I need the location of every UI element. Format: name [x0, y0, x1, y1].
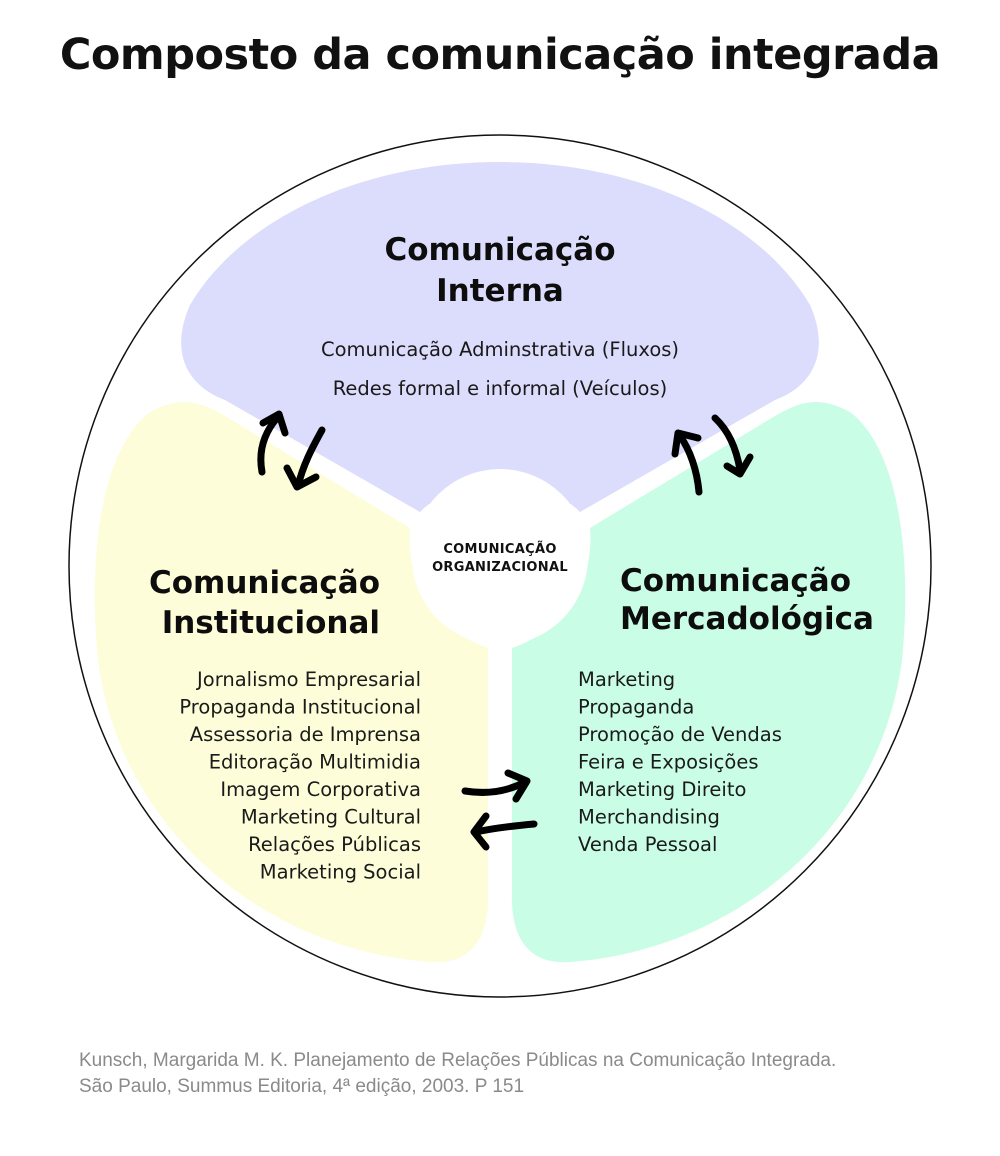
mercadologica-item: Feira e Exposições: [578, 751, 758, 774]
interna-items: Comunicação Adminstrativa (Fluxos) Redes …: [321, 338, 679, 400]
page-title: Composto da comunicação integrada: [59, 30, 941, 80]
arrow-up-right: [676, 432, 703, 496]
arrow-down-left: [294, 426, 326, 490]
arrows-interna-institucional: [257, 410, 326, 491]
mercadologica-item: Promoção de Vendas: [578, 723, 782, 746]
institucional-item: Relações Públicas: [248, 833, 421, 856]
mercadologica-item: Propaganda: [578, 696, 694, 719]
petal-mercadologica: [511, 402, 906, 963]
arrows-institucional-mercadologica: [461, 769, 538, 851]
citation: Kunsch, Margarida M. K. Planejamento de …: [79, 1048, 959, 1100]
mercadologica-title-line2: Mercadológica: [620, 601, 874, 637]
arrow-left: [472, 820, 538, 836]
arrow-right-head: [504, 769, 531, 803]
interna-item: Comunicação Adminstrativa (Fluxos): [321, 338, 679, 361]
mercadologica-title-line1: Comunicação: [620, 563, 851, 599]
arrow-down-right: [711, 414, 744, 474]
institucional-item: Propaganda Institucional: [179, 696, 421, 719]
interna-title-line2: Interna: [436, 273, 564, 309]
arrow-right: [461, 778, 529, 796]
center-label-line1: COMUNICAÇÃO: [443, 541, 556, 557]
institucional-item: Jornalismo Empresarial: [195, 668, 421, 691]
institucional-title-line2: Institucional: [162, 605, 380, 641]
citation-line1: Kunsch, Margarida M. K. Planejamento de …: [79, 1050, 837, 1071]
institucional-item: Marketing Cultural: [241, 806, 421, 829]
arrow-up-left: [257, 414, 281, 476]
arrow-down-right-head: [723, 453, 754, 478]
interna-item: Redes formal e informal (Veículos): [333, 377, 667, 400]
arrow-up-left-head: [259, 410, 289, 437]
interna-title-line1: Comunicação: [384, 232, 615, 268]
institucional-title-line1: Comunicação: [149, 565, 380, 601]
institucional-item: Assessoria de Imprensa: [190, 723, 421, 746]
institucional-item: Marketing Social: [260, 861, 421, 884]
center-circle: [412, 469, 588, 645]
center-label-line2: ORGANIZACIONAL: [432, 560, 568, 575]
arrow-left-head: [470, 812, 490, 851]
petal-institucional: [94, 402, 489, 963]
institucional-item: Imagem Corporativa: [220, 778, 421, 801]
mercadologica-item: Marketing: [578, 668, 675, 691]
mercadologica-item: Venda Pessoal: [578, 833, 717, 856]
petal-interna: [181, 162, 819, 512]
institucional-item: Editoração Multimidia: [209, 751, 421, 774]
citation-line2: São Paulo, Summus Editoria, 4ª edição, 2…: [79, 1076, 525, 1097]
arrow-down-left-head: [283, 464, 320, 491]
arrows-interna-mercadologica: [671, 414, 754, 496]
mercadologica-item: Marketing Direito: [578, 778, 746, 801]
arrow-up-right-head: [671, 429, 702, 458]
mercadologica-item: Merchandising: [578, 806, 720, 829]
